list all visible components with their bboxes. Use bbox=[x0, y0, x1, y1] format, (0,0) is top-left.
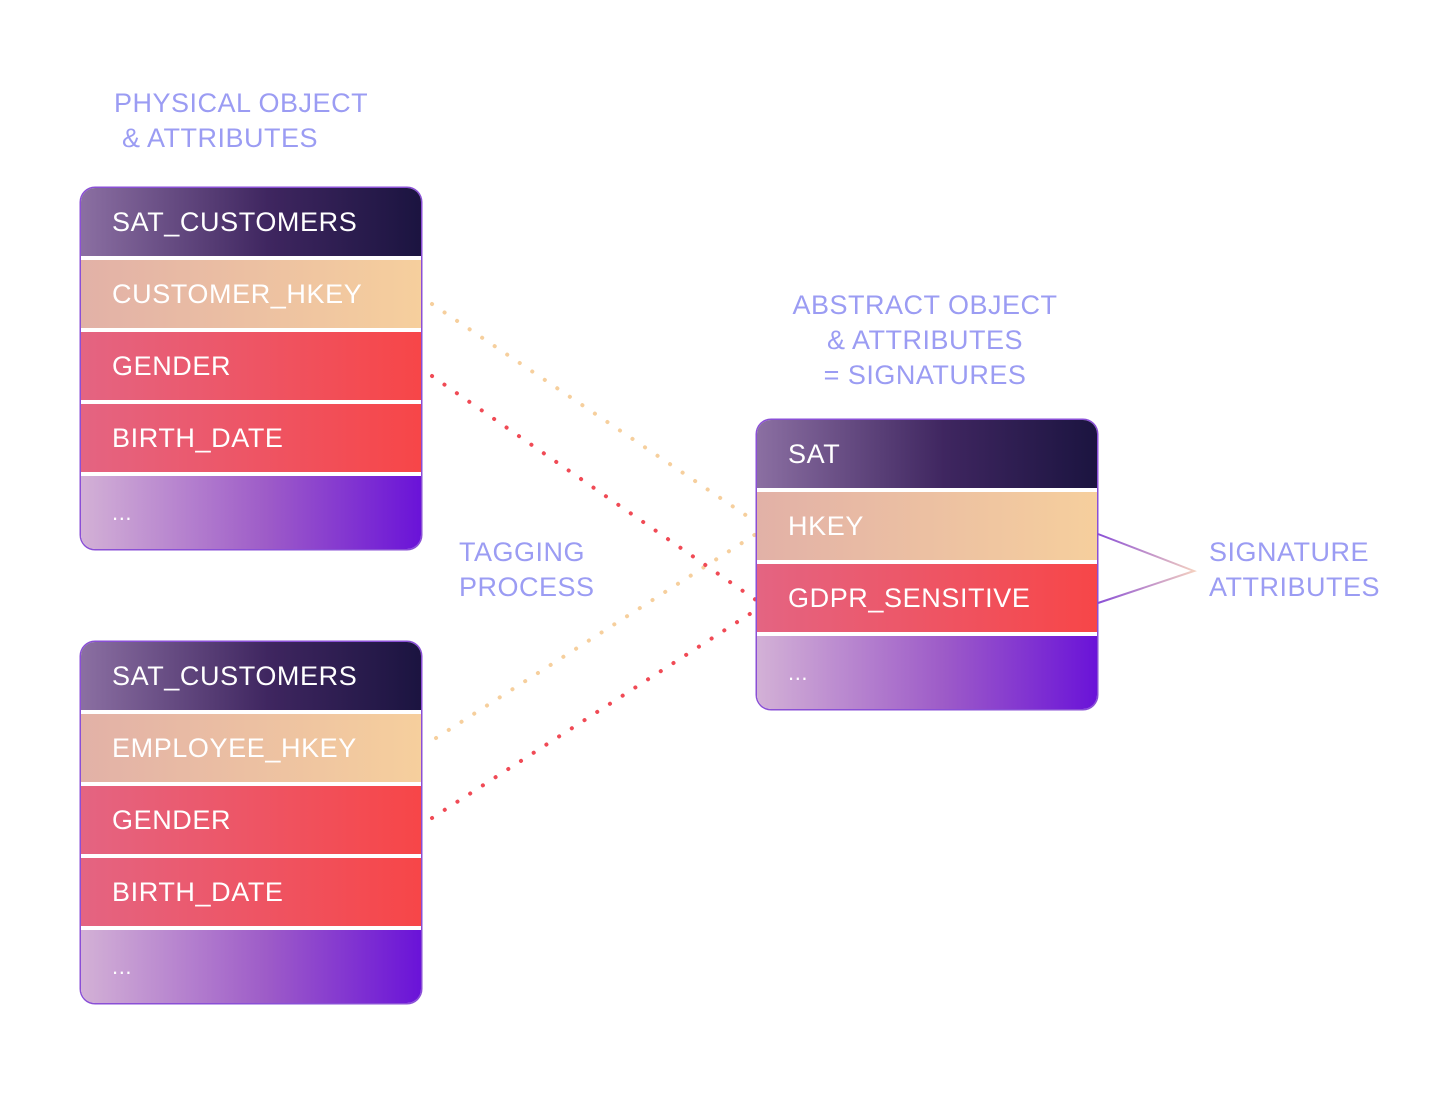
table-row-hkey: EMPLOYEE_HKEY bbox=[81, 714, 421, 782]
link-gender2-to-gdpr bbox=[430, 608, 758, 820]
table-row-birth-date: BIRTH_DATE bbox=[81, 404, 421, 472]
signature-bracket bbox=[1097, 533, 1197, 604]
table-row-ellipsis: ... bbox=[81, 476, 421, 549]
physical-table-employees: SAT_CUSTOMERS EMPLOYEE_HKEY GENDER BIRTH… bbox=[81, 642, 421, 1003]
abstract-object-label: ABSTRACT OBJECT & ATTRIBUTES = SIGNATURE… bbox=[792, 290, 1058, 390]
physical-table-customers: SAT_CUSTOMERS CUSTOMER_HKEY GENDER BIRTH… bbox=[81, 188, 421, 549]
table-row-gender: GENDER bbox=[81, 786, 421, 854]
signature-attributes-label: SIGNATURE ATTRIBUTES bbox=[1209, 537, 1381, 602]
link-gender1-to-gdpr bbox=[430, 374, 758, 602]
table-row-birth-date: BIRTH_DATE bbox=[81, 858, 421, 926]
table-row-gender: GENDER bbox=[81, 332, 421, 400]
abstract-table-sat: SAT HKEY GDPR_SENSITIVE ... bbox=[757, 420, 1097, 709]
table-row-gdpr-sensitive: GDPR_SENSITIVE bbox=[757, 564, 1097, 632]
table-row-hkey: HKEY bbox=[757, 492, 1097, 560]
table-row-ellipsis: ... bbox=[81, 930, 421, 1003]
table-row-ellipsis: ... bbox=[757, 636, 1097, 709]
table-title: SAT_CUSTOMERS bbox=[81, 188, 421, 256]
table-title: SAT_CUSTOMERS bbox=[81, 642, 421, 710]
table-title: SAT bbox=[757, 420, 1097, 488]
link-customer-hkey-to-hkey bbox=[430, 302, 758, 524]
physical-object-label: PHYSICAL OBJECT & ATTRIBUTES bbox=[114, 88, 369, 153]
table-row-hkey: CUSTOMER_HKEY bbox=[81, 260, 421, 328]
link-employee-hkey-to-hkey bbox=[434, 532, 758, 740]
tagging-process-label: TAGGING PROCESS bbox=[459, 537, 595, 602]
